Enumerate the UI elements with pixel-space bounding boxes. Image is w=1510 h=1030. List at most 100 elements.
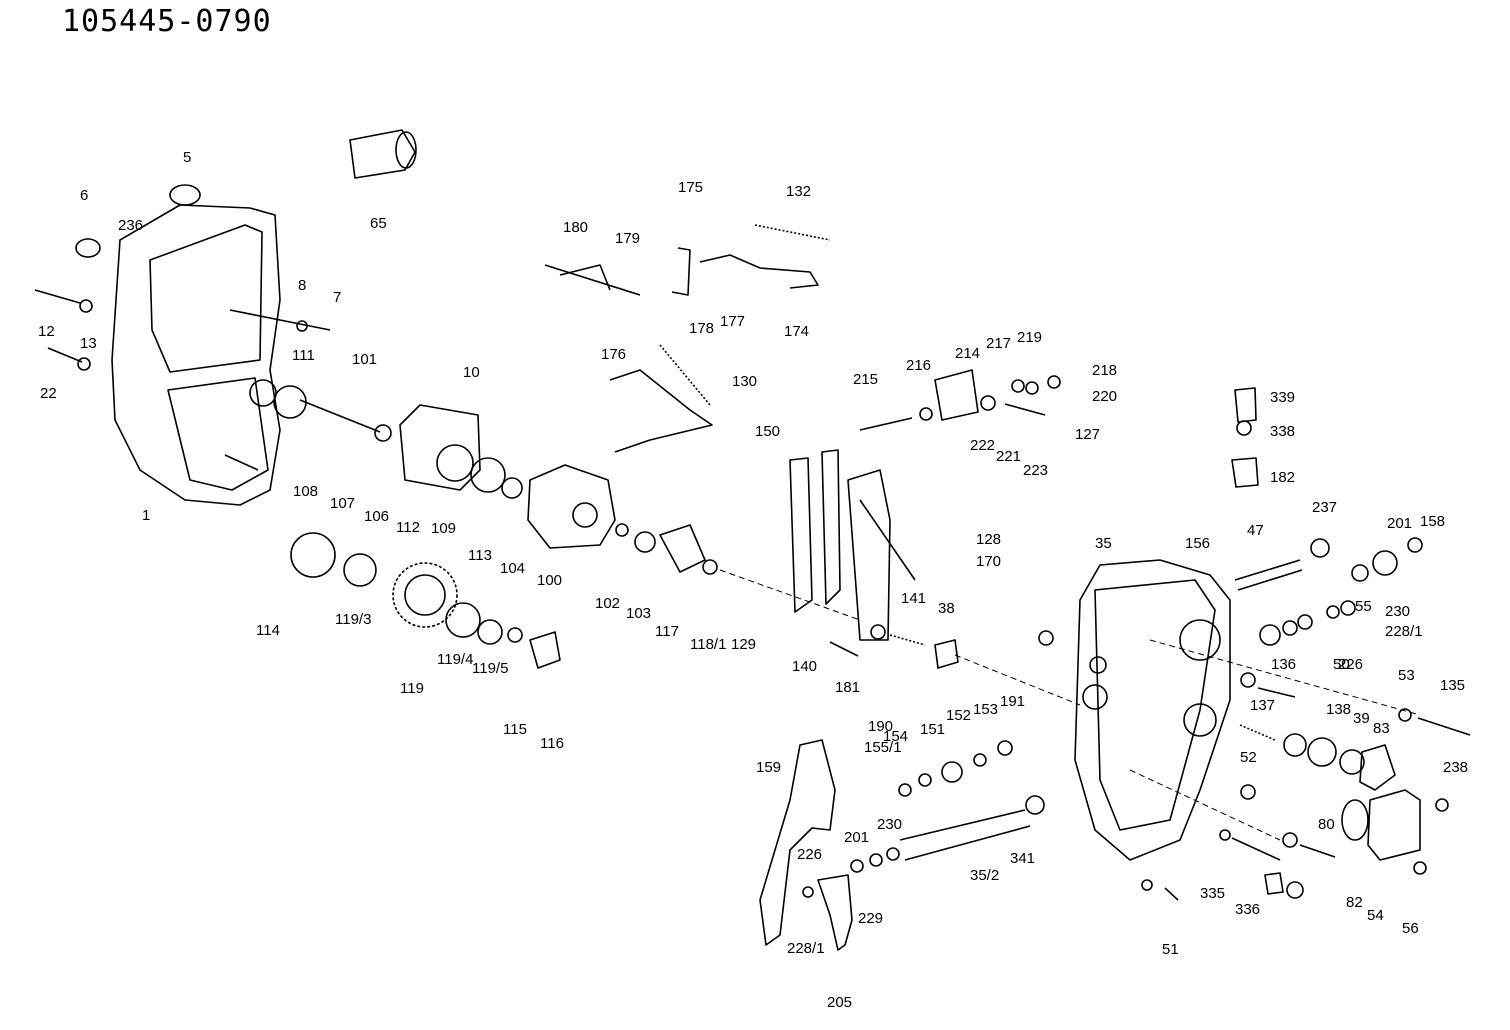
callout-label: 178 — [689, 320, 714, 337]
callout-label: 153 — [973, 701, 998, 718]
pin-182-icon — [1234, 559, 1303, 591]
callout-label: 35/2 — [970, 867, 999, 884]
callout-label: 108 — [293, 483, 318, 500]
callout-label: 228/1 — [787, 940, 825, 957]
nut-141-icon — [934, 639, 959, 669]
callout-label: 47 — [1247, 522, 1264, 539]
callout-label: 117 — [655, 623, 679, 640]
lever-229-icon — [817, 874, 853, 951]
callout-label: 175 — [678, 179, 703, 196]
callout-label: 218 — [1092, 362, 1117, 379]
callout-label: 182 — [1270, 469, 1295, 486]
callout-label: 230 — [1385, 603, 1410, 620]
callout-label: 52 — [1240, 749, 1257, 766]
lever-150-icon — [609, 369, 713, 453]
governor-housing-35 — [1074, 559, 1231, 861]
callout-label: 112 — [396, 519, 420, 536]
callout-label: 12 — [38, 323, 55, 340]
callout-label: 201 — [844, 829, 869, 846]
callout-label: 138 — [1326, 701, 1351, 718]
callout-label: 136 — [1271, 656, 1296, 673]
callout-label: 8 — [298, 277, 306, 294]
bracket-175-icon — [671, 247, 691, 296]
cap-138-icon — [1359, 744, 1396, 791]
callout-label: 341 — [1010, 850, 1035, 867]
callout-label: 220 — [1092, 388, 1117, 405]
callout-label: 221 — [996, 448, 1021, 465]
callout-label: 7 — [333, 289, 341, 306]
callout-label: 170 — [976, 553, 1001, 570]
callout-label: 82 — [1346, 894, 1363, 911]
spring-132-icon — [754, 224, 831, 241]
callout-label: 179 — [615, 230, 640, 247]
callout-label: 10 — [463, 364, 480, 381]
callout-label: 114 — [256, 622, 280, 639]
callout-label: 1 — [142, 507, 150, 524]
callout-label: 159 — [756, 759, 781, 776]
spring-135-icon — [1239, 724, 1276, 741]
shaft-205-icon — [899, 809, 1031, 861]
callout-label: 100 — [537, 572, 562, 589]
callout-label: 111 — [292, 347, 315, 364]
callout-label: 223 — [1023, 462, 1048, 479]
callout-label: 83 — [1373, 720, 1390, 737]
callout-label: 53 — [1398, 667, 1415, 684]
callout-label: 177 — [720, 313, 745, 330]
callout-label: 55 — [1355, 598, 1372, 615]
callout-label: 80 — [1318, 816, 1335, 833]
callout-label: 158 — [1420, 513, 1445, 530]
bolt-341-icon — [1234, 387, 1257, 423]
block-214-icon — [934, 369, 979, 421]
lever-174-icon — [699, 254, 819, 289]
callout-label: 104 — [500, 560, 525, 577]
callout-label: 135 — [1440, 677, 1465, 694]
callout-label: 6 — [80, 187, 88, 204]
callout-label: 102 — [595, 595, 620, 612]
callout-label: 13 — [80, 335, 97, 352]
callout-label: 54 — [1367, 907, 1384, 924]
callout-label: 140 — [792, 658, 817, 675]
plug-338-icon — [1231, 457, 1259, 488]
cap-5-icon — [169, 184, 201, 206]
callout-label: 205 — [827, 994, 852, 1011]
callout-label: 38 — [938, 600, 955, 617]
callout-label: 339 — [1270, 389, 1295, 406]
callout-label: 336 — [1235, 901, 1260, 918]
callout-label: 217 — [986, 335, 1011, 352]
callout-label: 151 — [920, 721, 945, 738]
callout-label: 155/1 — [864, 739, 902, 756]
callout-label: 141 — [901, 590, 926, 607]
callout-label: 226 — [797, 846, 822, 863]
lever-190-icon — [759, 739, 836, 946]
callout-label: 216 — [906, 357, 931, 374]
bearing-housing-112 — [399, 404, 481, 491]
callout-label: 215 — [853, 371, 878, 388]
callout-label: 65 — [370, 215, 387, 232]
callout-label: 119/5 — [472, 660, 508, 677]
callout-label: 119 — [400, 680, 424, 697]
callout-label: 119/3 — [335, 611, 371, 628]
callout-label: 181 — [835, 679, 860, 696]
callout-label: 228/1 — [1385, 623, 1423, 640]
callout-label: 214 — [955, 345, 980, 362]
callout-label: 154 — [883, 728, 908, 745]
flyweight-holder-100 — [527, 464, 616, 549]
callout-label: 50 — [1333, 656, 1350, 673]
callout-label: 230 — [877, 816, 902, 833]
gear-119-icon — [392, 562, 458, 628]
sleeve-65-icon — [349, 129, 416, 179]
callout-label: 101 — [352, 351, 377, 368]
spring-130-icon — [659, 344, 711, 406]
callout-label: 229 — [858, 910, 883, 927]
callout-label: 238 — [1443, 759, 1468, 776]
plug-6-icon — [75, 238, 101, 258]
callout-label: 51 — [1162, 941, 1179, 958]
callout-label: 107 — [330, 495, 355, 512]
callout-label: 130 — [732, 373, 757, 390]
callout-label: 150 — [755, 423, 780, 440]
callout-label: 201 — [1387, 515, 1412, 532]
callout-label: 191 — [1000, 693, 1025, 710]
callout-label: 118/1 — [690, 636, 726, 653]
cover-80-icon — [1367, 789, 1421, 861]
